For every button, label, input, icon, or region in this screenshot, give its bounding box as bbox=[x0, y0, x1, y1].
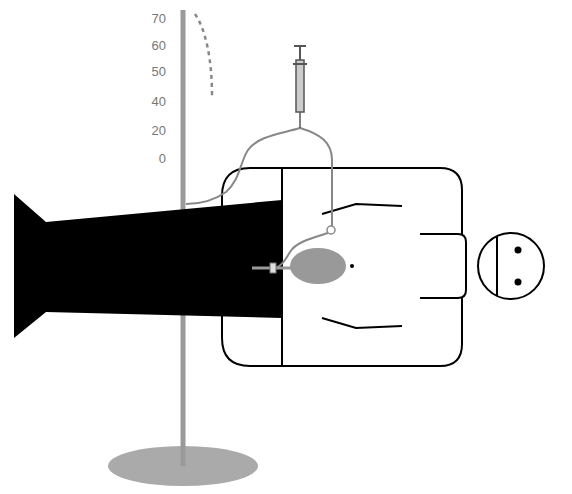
syringe-barrel bbox=[296, 60, 304, 112]
head bbox=[478, 233, 544, 299]
neck bbox=[420, 234, 466, 298]
scale-number: 50 bbox=[136, 65, 166, 79]
eye bbox=[515, 247, 522, 254]
eye bbox=[515, 279, 522, 286]
scale-number: 70 bbox=[136, 12, 166, 26]
scale-number: 20 bbox=[136, 124, 166, 138]
tubing bbox=[186, 128, 300, 204]
dot bbox=[350, 264, 354, 268]
leg-drape bbox=[14, 194, 282, 338]
syringe-tip bbox=[299, 112, 301, 128]
bladder bbox=[290, 248, 346, 284]
connector bbox=[327, 226, 335, 234]
tubing bbox=[300, 128, 332, 226]
scale-number: 60 bbox=[136, 39, 166, 53]
scale-number: 40 bbox=[136, 95, 166, 109]
arm bbox=[322, 318, 402, 328]
face-line bbox=[496, 236, 498, 296]
syringe-flange bbox=[293, 63, 307, 65]
catheter-hub bbox=[270, 263, 276, 273]
dashed-curve bbox=[195, 14, 212, 96]
arm bbox=[322, 204, 402, 214]
scale-number: 0 bbox=[136, 152, 166, 166]
